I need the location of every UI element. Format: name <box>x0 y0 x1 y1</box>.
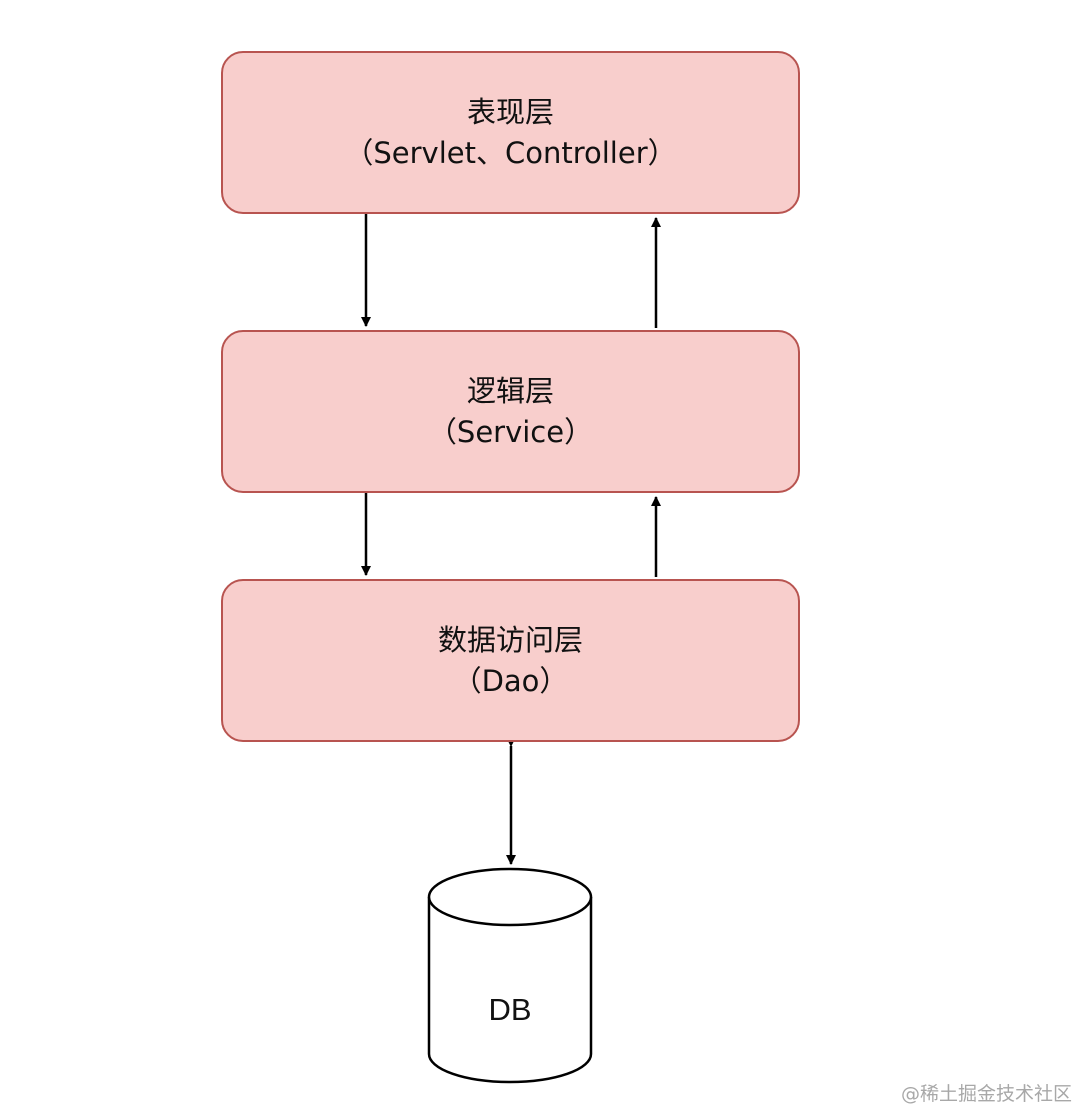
logic-layer-box: 逻辑层 （Service） <box>221 330 800 493</box>
data-access-layer-subtitle: （Dao） <box>452 663 569 698</box>
data-access-layer-box: 数据访问层 （Dao） <box>221 579 800 742</box>
logic-layer-title: 逻辑层 <box>466 373 554 408</box>
presentation-layer-subtitle: （Servlet、Controller） <box>344 135 677 170</box>
database-label: DB <box>488 992 532 1027</box>
logic-layer-subtitle: （Service） <box>427 414 594 449</box>
data-access-layer-title: 数据访问层 <box>437 622 583 657</box>
database-cylinder-icon <box>427 867 593 1084</box>
presentation-layer-box: 表现层 （Servlet、Controller） <box>221 51 800 214</box>
watermark: @稀土掘金技术社区 <box>900 1083 1072 1105</box>
presentation-layer-title: 表现层 <box>466 94 554 129</box>
